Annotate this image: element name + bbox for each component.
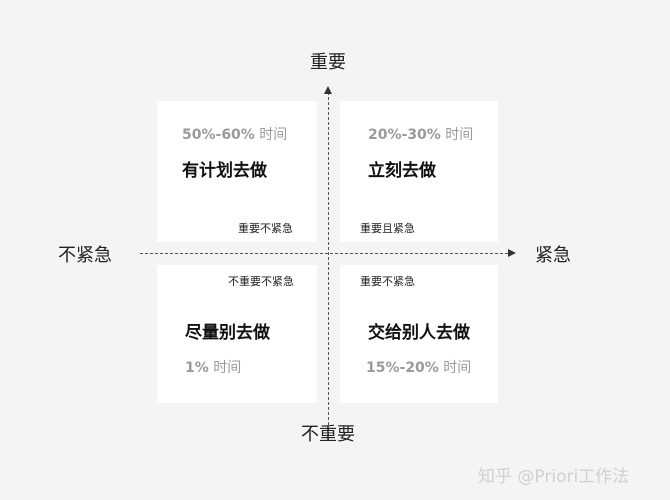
- tag-top-left: 重要不紧急: [238, 222, 293, 235]
- time-share-value: 15%-20%: [366, 360, 439, 376]
- arrow-right-icon: [508, 249, 516, 257]
- action-bottom-right: 交给别人去做: [368, 323, 470, 343]
- quadrant-bottom-right: [340, 265, 498, 403]
- tag-bottom-left: 不重要不紧急: [228, 275, 294, 288]
- time-share-value: 20%-30%: [368, 127, 441, 143]
- quadrant-bottom-left: [157, 265, 317, 403]
- urgency-axis: [140, 253, 508, 254]
- arrow-up-icon: [324, 86, 332, 94]
- time-share-top-left: 50%-60% 时间: [182, 124, 287, 144]
- time-share-value: 50%-60%: [182, 127, 255, 143]
- action-bottom-left: 尽量别去做: [185, 323, 270, 343]
- action-top-right: 立刻去做: [368, 161, 436, 181]
- time-share-bottom-left: 1% 时间: [185, 357, 241, 377]
- tag-top-right: 重要且紧急: [360, 222, 415, 235]
- quadrant-top-left: [157, 101, 317, 242]
- importance-axis: [328, 92, 329, 440]
- time-share-unit: 时间: [445, 127, 474, 143]
- time-share-unit: 时间: [213, 360, 242, 376]
- axis-label-not-urgent: 不紧急: [58, 245, 112, 266]
- axis-label-not-important: 不重要: [301, 424, 355, 445]
- time-share-unit: 时间: [259, 127, 288, 143]
- tag-bottom-right: 重要不紧急: [360, 275, 415, 288]
- action-top-left: 有计划去做: [182, 161, 267, 181]
- axis-label-important: 重要: [310, 52, 346, 73]
- time-share-unit: 时间: [443, 360, 472, 376]
- time-share-bottom-right: 15%-20% 时间: [366, 357, 471, 377]
- quadrant-top-right: [340, 101, 498, 242]
- axis-label-urgent: 紧急: [535, 245, 571, 266]
- time-share-top-right: 20%-30% 时间: [368, 124, 473, 144]
- watermark: 知乎 @Priori工作法: [478, 467, 630, 487]
- time-share-value: 1%: [185, 360, 209, 376]
